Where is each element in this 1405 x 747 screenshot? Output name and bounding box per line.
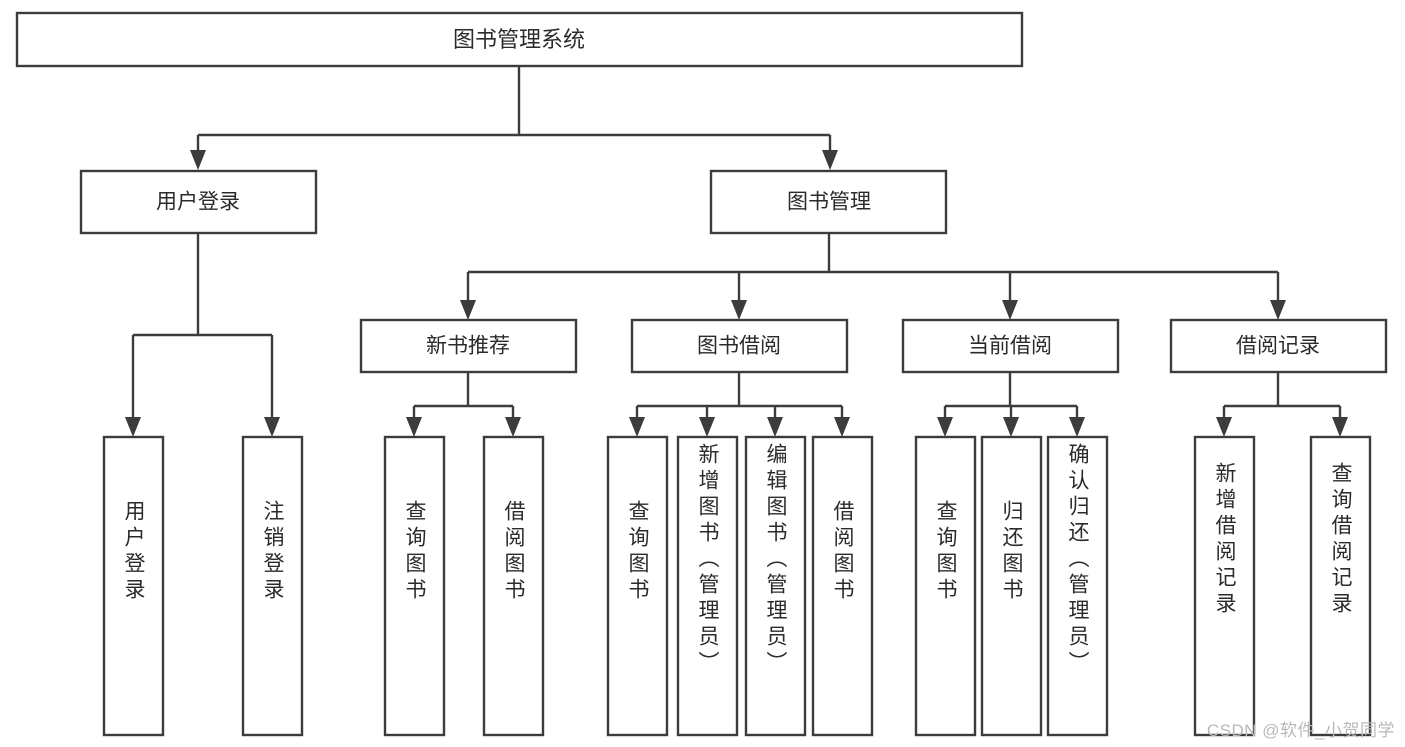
arrow-icon-book-borrow-leaf-3 [834, 417, 850, 437]
node-borrow-record[interactable]: 借阅记录 [1169, 318, 1388, 374]
csdn-watermark: CSDN @软件_小贺同学 [1206, 721, 1395, 740]
leaf-box-new-book-1[interactable] [482, 435, 545, 737]
arrow-icon-to-borrow-record [1270, 300, 1286, 320]
arrow-icon-new-book-leaf-1 [505, 417, 521, 437]
leaf-box-user-login-1[interactable] [241, 435, 304, 737]
leaf-box-book-borrow-1[interactable] [676, 435, 739, 737]
arrow-icon-current-borrow-leaf-2 [1069, 417, 1085, 437]
node-book-borrow-label: 图书借阅 [697, 335, 781, 358]
arrow-icon-book-borrow-leaf-2 [767, 417, 783, 437]
node-new-book-recommend[interactable]: 新书推荐 [359, 318, 578, 374]
node-root-system[interactable]: 图书管理系统 [15, 11, 1024, 68]
arrow-icon-to-user-login [190, 150, 206, 170]
arrow-icon-current-borrow-leaf-1 [1003, 417, 1019, 437]
leaf-box-book-borrow-0[interactable] [606, 435, 669, 737]
node-book-manage-label: 图书管理 [787, 191, 871, 214]
node-user-login-label: 用户登录 [156, 191, 240, 214]
leaf-box-new-book-0[interactable] [383, 435, 446, 737]
leaf-box-book-borrow-2[interactable] [744, 435, 807, 737]
arrow-icon-book-borrow-leaf-1 [699, 417, 715, 437]
leaf-box-current-borrow-2[interactable] [1046, 435, 1109, 737]
leaf-box-current-borrow-0[interactable] [914, 435, 977, 737]
node-user-login[interactable]: 用户登录 [79, 169, 318, 235]
arrow-icon-new-book-leaf-0 [406, 417, 422, 437]
arrow-icon-user-login-leaf-1 [264, 417, 280, 437]
arrow-icon-book-borrow-leaf-0 [629, 417, 645, 437]
arrow-icon-borrow-record-leaf-1 [1332, 417, 1348, 437]
leaf-box-borrow-record-1[interactable] [1309, 435, 1372, 737]
node-current-borrow[interactable]: 当前借阅 [901, 318, 1120, 374]
node-book-borrow[interactable]: 图书借阅 [630, 318, 849, 374]
arrow-icon-borrow-record-leaf-0 [1216, 417, 1232, 437]
arrow-icon-to-current-borrow [1002, 300, 1018, 320]
arrow-icon-to-book-borrow [731, 300, 747, 320]
arrow-icon-to-book-manage [822, 150, 838, 170]
arrow-icon-current-borrow-leaf-0 [937, 417, 953, 437]
leaf-box-book-borrow-3[interactable] [811, 435, 874, 737]
leaf-box-current-borrow-1[interactable] [980, 435, 1043, 737]
arrow-icon-user-login-leaf-0 [125, 417, 141, 437]
arrow-icon-to-new-book [460, 300, 476, 320]
node-current-borrow-label: 当前借阅 [968, 335, 1052, 358]
node-new-book-recommend-label: 新书推荐 [426, 335, 510, 358]
leaf-box-user-login-0[interactable] [102, 435, 165, 737]
node-borrow-record-label: 借阅记录 [1236, 335, 1320, 358]
leaf-box-borrow-record-0[interactable] [1193, 435, 1256, 737]
node-book-manage[interactable]: 图书管理 [709, 169, 948, 235]
node-root-system-label: 图书管理系统 [453, 27, 585, 52]
